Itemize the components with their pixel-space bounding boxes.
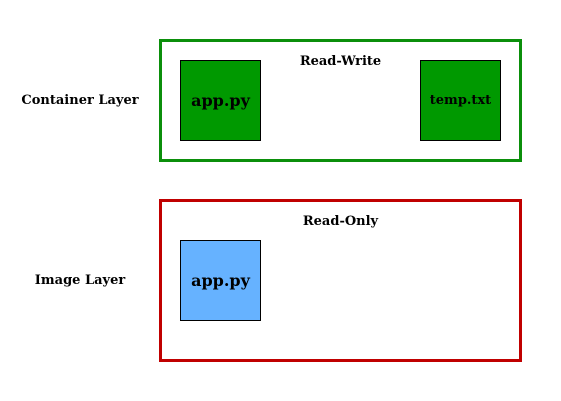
image-layer-label: Image Layer bbox=[34, 273, 126, 288]
container-file-app-py: app.py bbox=[180, 60, 261, 141]
image-layer-title: Read-Only bbox=[302, 214, 379, 229]
image-file-app-py: app.py bbox=[180, 240, 261, 321]
image-layer-box: Read-Only app.py bbox=[159, 199, 522, 362]
container-file-temp-txt: temp.txt bbox=[420, 60, 501, 141]
container-layer-title: Read-Write bbox=[299, 54, 382, 69]
container-layer-label: Container Layer bbox=[21, 93, 139, 108]
container-layer-box: Read-Write app.py temp.txt bbox=[159, 39, 522, 162]
